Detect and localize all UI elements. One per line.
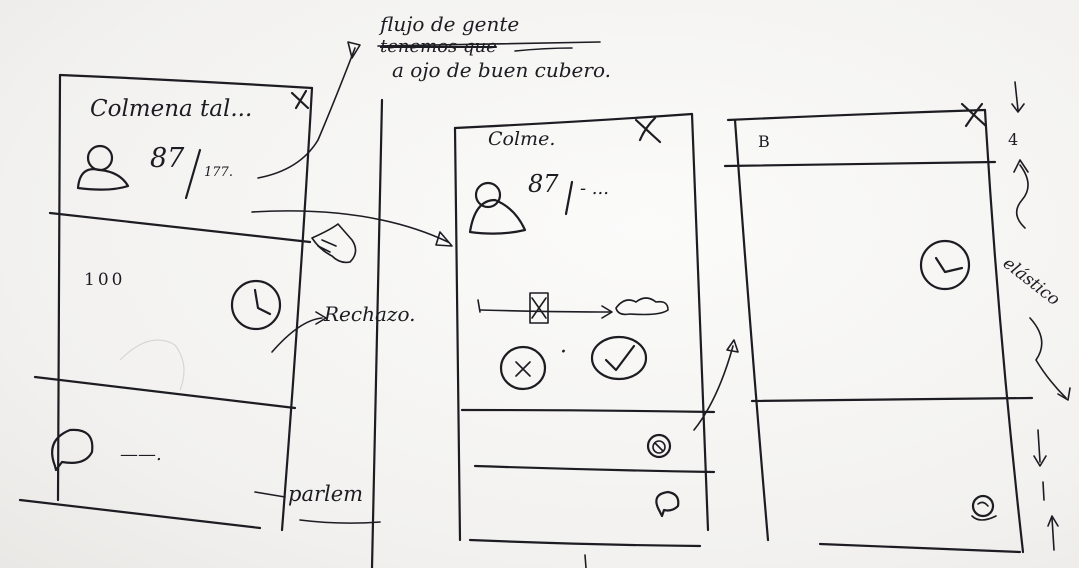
screen2-title: Colme.: [488, 128, 556, 150]
screen1-user-icon: [76, 144, 130, 191]
screen2-frame: [453, 112, 716, 548]
screen3-help-icon[interactable]: [971, 494, 997, 521]
transition-arrow-2: [693, 345, 734, 431]
screen1-title: Colmena tal...: [90, 96, 253, 122]
screen2-total: - ...: [580, 178, 609, 199]
screen3-clock-icon[interactable]: [919, 239, 971, 291]
elastic-annotation-arrows: [1011, 81, 1071, 551]
screen1-clock-icon[interactable]: [230, 279, 282, 331]
screen1-total: 177.: [204, 165, 233, 180]
swipe-hand-icon: [311, 223, 357, 264]
screen2-dot: ·: [560, 340, 567, 365]
screen2-chat-icon[interactable]: [655, 490, 680, 518]
flow-arrow: [257, 47, 356, 179]
screen2-user-icon: [468, 181, 527, 235]
screen1-comment: ——.: [120, 444, 162, 465]
screen1-frame: [18, 73, 314, 532]
screen2-reject-button[interactable]: [499, 345, 547, 391]
screen3-frame: [723, 108, 1034, 554]
screen2-accept-button[interactable]: [590, 335, 648, 381]
refuse-label: Rechazo.: [324, 302, 416, 326]
screen1-close-icon[interactable]: [290, 89, 310, 110]
refuse-arrow: [271, 317, 323, 353]
screen1-slash: [184, 148, 202, 200]
screen2-help-icon[interactable]: [646, 433, 672, 459]
screen1-chat-icon[interactable]: [51, 428, 94, 472]
transition-arrow-1: [251, 210, 449, 243]
screen3-side-number: 4: [1008, 130, 1019, 149]
flow-note-line2: tenemos que: [380, 36, 497, 57]
screen2-flow-diagram: [477, 292, 669, 324]
screen1-value: 100: [84, 270, 126, 290]
talk-label: parlem: [288, 482, 364, 506]
screen2-close-icon[interactable]: [634, 116, 662, 144]
screen1-count: 87: [150, 143, 185, 174]
screen3-close-icon[interactable]: [960, 102, 988, 128]
screen2-count: 87: [528, 170, 559, 198]
flow-note-line3: a ojo de buen cubero.: [392, 58, 612, 82]
page-divider: [370, 98, 384, 568]
screen3-header: B: [758, 132, 770, 151]
flow-note-line1: flujo de gente: [380, 12, 520, 36]
